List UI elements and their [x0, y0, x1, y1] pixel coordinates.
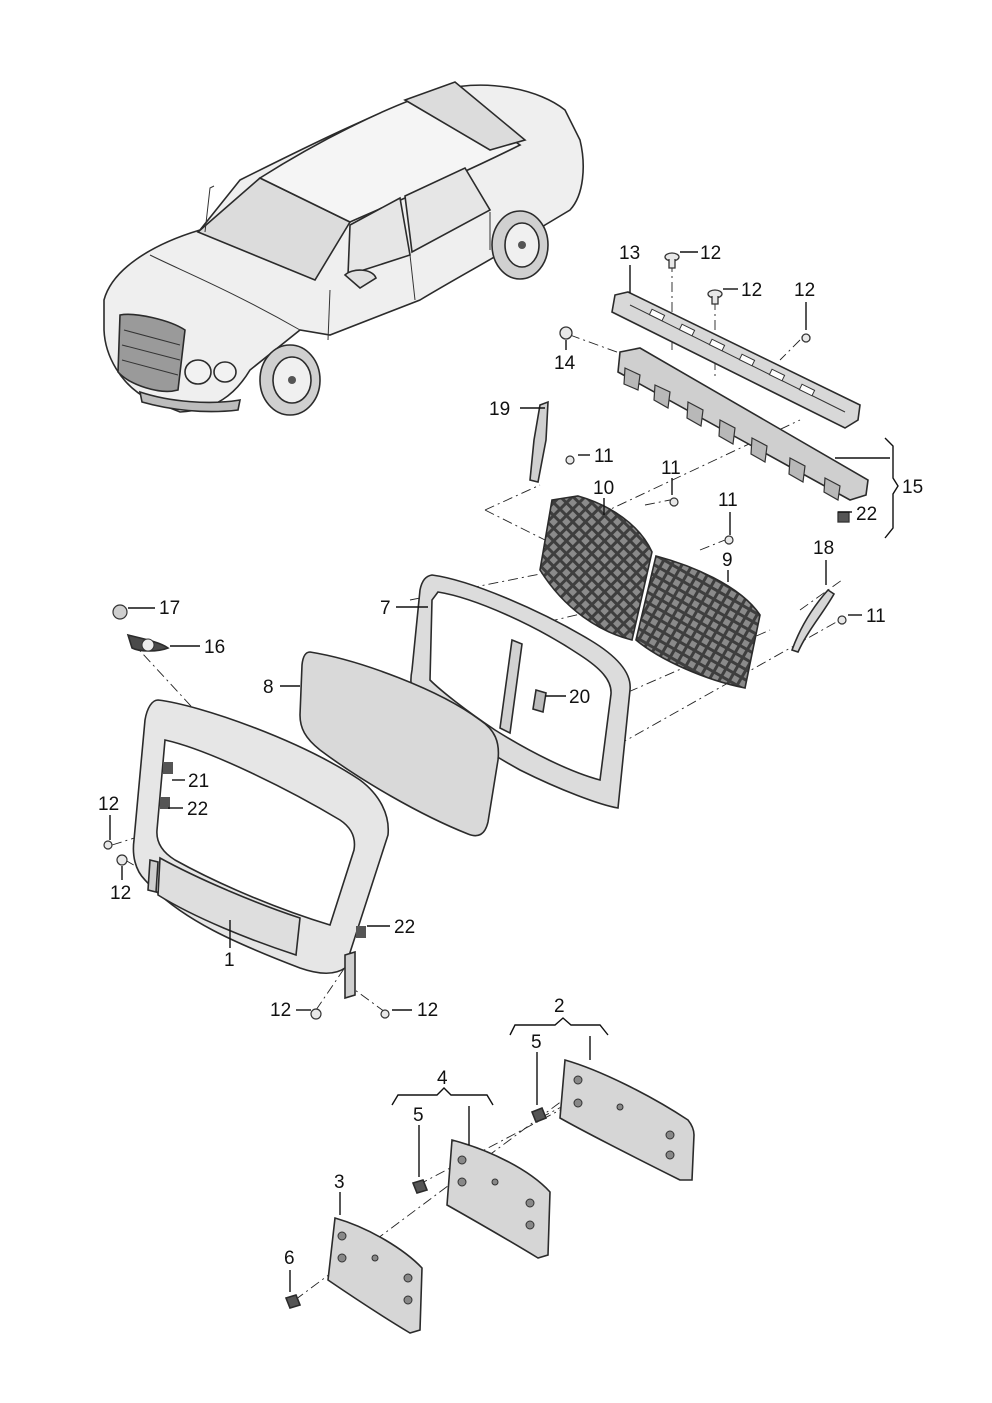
- callout-3: 3: [334, 1172, 345, 1193]
- callout-6: 6: [284, 1248, 295, 1269]
- callout-12-c: 12: [794, 280, 815, 301]
- part-2-license-plate-base: [530, 1058, 695, 1181]
- callout-16: 16: [204, 637, 225, 658]
- callout-12-f: 12: [270, 1000, 291, 1021]
- callout-12-b: 12: [741, 280, 762, 301]
- callout-11-c: 11: [718, 490, 738, 511]
- part-13-upper-bracket: [611, 291, 861, 429]
- callout-1: 1: [224, 950, 235, 971]
- callout-15: 15: [902, 477, 923, 498]
- part-4-license-plate-base: [411, 1138, 551, 1259]
- callout-7: 7: [380, 598, 391, 619]
- part-3-license-plate-base: [284, 1216, 423, 1334]
- part-8-front-panel: [299, 651, 500, 837]
- callout-12-d: 12: [98, 794, 119, 815]
- callout-11-a: 11: [594, 446, 614, 467]
- callout-20: 20: [569, 687, 590, 708]
- callout-19: 19: [489, 399, 510, 420]
- callout-9: 9: [722, 550, 733, 571]
- part-1-grille-bezel: [132, 699, 390, 1000]
- callout-12-e: 12: [110, 883, 131, 904]
- leader-lines: [109, 251, 899, 1292]
- callout-11-d: 11: [866, 606, 886, 627]
- callout-14: 14: [554, 353, 576, 374]
- screws-11: [565, 455, 847, 625]
- callout-22-b: 22: [394, 917, 415, 938]
- part-7-grille-frame: [410, 574, 631, 809]
- callout-12-g: 12: [417, 1000, 438, 1021]
- callout-12-a: 12: [700, 243, 721, 264]
- callout-labels: 1 2 3 4 5 5 6 7 8 9 10 11 11 11 11 12 12…: [98, 243, 923, 1269]
- callout-10: 10: [593, 478, 614, 499]
- callout-13: 13: [619, 243, 640, 264]
- parts-16-17-emblem: [112, 604, 170, 652]
- part-18-side-trim: [790, 588, 836, 653]
- callout-4: 4: [437, 1068, 448, 1089]
- callout-21: 21: [188, 771, 209, 792]
- fastener-clips-top: [559, 252, 850, 523]
- callout-8: 8: [263, 677, 274, 698]
- callout-5-upper: 5: [531, 1032, 542, 1053]
- callout-22-c: 22: [856, 504, 877, 525]
- part-15-grille-carrier: [617, 347, 869, 501]
- callout-5-lower: 5: [413, 1105, 424, 1126]
- fastener-clips-bottom: [103, 840, 390, 1020]
- part-19-side-bracket: [529, 400, 549, 483]
- callout-17: 17: [159, 598, 180, 619]
- part-10-left-mesh: [539, 495, 653, 641]
- callout-11-b: 11: [661, 458, 681, 479]
- callout-22-a: 22: [187, 799, 208, 820]
- part-9-right-mesh: [635, 555, 761, 689]
- callout-18: 18: [813, 538, 834, 559]
- vehicle-illustration: [103, 81, 584, 416]
- callout-2: 2: [554, 996, 565, 1017]
